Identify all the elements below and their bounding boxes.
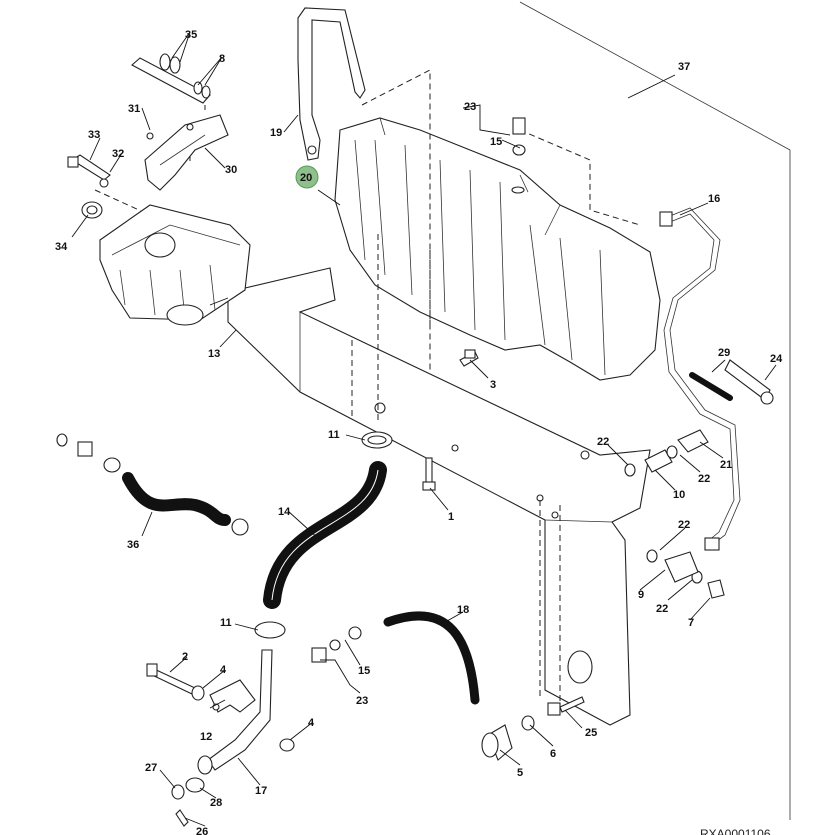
callout-22d: 22 xyxy=(656,603,668,615)
reference-code: RXA0001106 xyxy=(700,827,771,835)
elbow-fitting-5 xyxy=(481,724,513,761)
callout-26: 26 xyxy=(196,826,208,835)
callout-29: 29 xyxy=(718,347,730,359)
bolt-3 xyxy=(459,349,479,367)
mounting-bracket xyxy=(227,267,651,726)
fitting-23-lower xyxy=(311,639,341,663)
bolt-25 xyxy=(547,696,585,716)
callout-2: 2 xyxy=(182,651,188,663)
tank-strap xyxy=(297,7,366,161)
leader-lines xyxy=(71,31,777,827)
callout-labels: 37 16 24 29 21 22 22 10 22 9 22 7 23 15 … xyxy=(55,29,783,835)
callout-11-lower: 11 xyxy=(220,617,232,629)
callout-25: 25 xyxy=(585,727,597,739)
callout-20: 20 xyxy=(300,172,312,184)
callout-23-lower: 23 xyxy=(356,695,368,707)
callout-37: 37 xyxy=(678,61,690,73)
callout-4-upper: 4 xyxy=(220,664,227,676)
callout-18: 18 xyxy=(457,604,469,616)
fitting-7 xyxy=(707,579,725,599)
callout-30: 30 xyxy=(225,164,237,176)
o-ring-27 xyxy=(171,784,185,800)
shaft-assembly xyxy=(131,53,211,104)
callout-3: 3 xyxy=(490,379,496,391)
bolt-2 xyxy=(146,663,196,695)
callout-8: 8 xyxy=(219,53,225,65)
callout-15-upper: 15 xyxy=(490,136,502,148)
support-bracket xyxy=(144,114,229,191)
fitting-23-upper xyxy=(512,117,526,156)
clamp-11-top xyxy=(361,431,393,449)
callout-23-upper: 23 xyxy=(464,101,476,113)
o-ring-28 xyxy=(185,777,205,793)
link-24 xyxy=(724,359,774,405)
assembly-guides xyxy=(94,69,641,705)
callout-22b: 22 xyxy=(698,473,710,485)
hose-14 xyxy=(263,461,387,609)
callout-1: 1 xyxy=(448,511,454,523)
fittings-36-left xyxy=(56,433,249,536)
callout-19: 19 xyxy=(270,127,282,139)
bolt-1 xyxy=(422,457,436,491)
fuel-tank xyxy=(334,117,661,381)
fitting-9 xyxy=(664,551,699,583)
washer-6 xyxy=(521,715,535,731)
callout-13: 13 xyxy=(208,348,220,360)
callout-33: 33 xyxy=(88,129,100,141)
fuel-line-16 xyxy=(659,207,741,551)
callout-34: 34 xyxy=(55,241,68,253)
callout-5: 5 xyxy=(517,767,523,779)
callout-10: 10 xyxy=(673,489,685,501)
clamp-12 xyxy=(209,679,256,713)
callout-22a: 22 xyxy=(597,436,609,448)
highlight-marker xyxy=(295,165,319,189)
callout-11-upper: 11 xyxy=(328,429,340,441)
callout-27: 27 xyxy=(145,762,157,774)
fitting-10 xyxy=(644,449,673,473)
washer-4-lower xyxy=(279,738,295,752)
callout-16: 16 xyxy=(708,193,720,205)
hose-36 xyxy=(122,472,231,526)
rod-29 xyxy=(689,372,733,401)
elbow-pipe-17 xyxy=(197,621,286,775)
screw-33 xyxy=(67,154,111,188)
callout-9: 9 xyxy=(638,589,644,601)
callout-35: 35 xyxy=(185,29,197,41)
callout-36: 36 xyxy=(127,539,139,551)
callout-17: 17 xyxy=(255,785,267,797)
washer-4-upper xyxy=(191,685,205,701)
callout-14: 14 xyxy=(278,506,291,518)
frame-outline xyxy=(519,1,791,820)
callout-24: 24 xyxy=(770,353,783,365)
callout-28: 28 xyxy=(210,797,222,809)
callout-21: 21 xyxy=(720,459,732,471)
fitting-21 xyxy=(677,429,709,453)
callout-31: 31 xyxy=(128,103,140,115)
callout-7: 7 xyxy=(688,617,694,629)
oil-pan-assembly xyxy=(99,204,251,326)
callout-12: 12 xyxy=(200,731,212,743)
callout-15-lower: 15 xyxy=(358,665,370,677)
seal-34 xyxy=(81,201,103,219)
callout-4-lower: 4 xyxy=(308,717,315,729)
callout-6: 6 xyxy=(550,748,556,760)
fitting-15-lower xyxy=(348,626,362,640)
callout-32: 32 xyxy=(112,148,124,160)
hose-18 xyxy=(383,611,480,705)
callout-22c: 22 xyxy=(678,519,690,531)
